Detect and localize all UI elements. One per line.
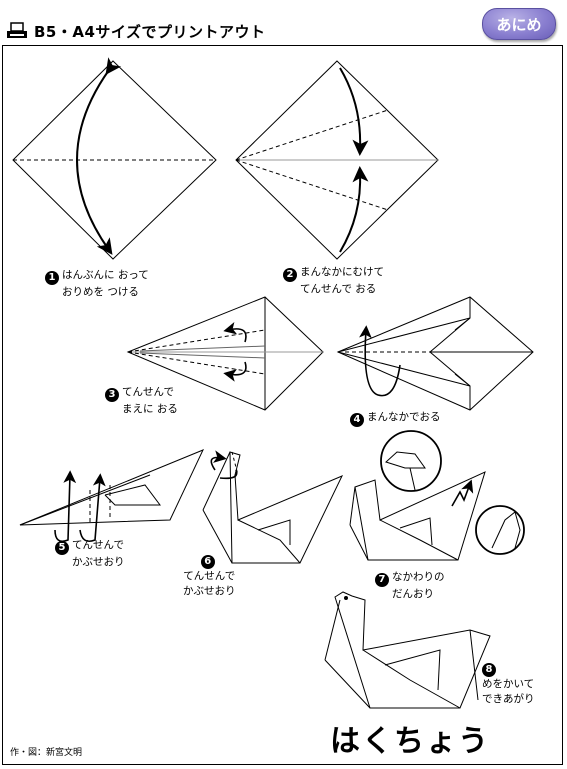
step7-text-line2: だんおり	[392, 588, 434, 600]
anime-badge-button[interactable]: あにめ	[482, 8, 556, 40]
step6-drawing	[202, 450, 344, 564]
step6-text-line2: かぶせおり	[183, 585, 236, 597]
step6-text-line1: てんせんで	[183, 570, 236, 582]
step8-drawing	[324, 591, 491, 709]
step5-drawing	[19, 449, 205, 543]
anime-badge-label: あにめ	[496, 16, 542, 34]
step4-number: 4	[350, 413, 364, 427]
step6-label: 6 てんせんで かぶせおり	[183, 552, 236, 599]
step6-number: 6	[200, 555, 215, 569]
step3-drawing	[126, 296, 324, 411]
step7-number: 7	[375, 573, 389, 587]
step4-drawing	[336, 296, 534, 411]
content-frame	[2, 45, 563, 765]
step7-drawing	[349, 430, 525, 561]
step7-text-line1: なかわりの	[392, 571, 445, 583]
step8-label: 8 めをかいて できあがり	[482, 660, 535, 707]
step5-text-line2: かぶせおり	[72, 556, 125, 568]
step2-number: 2	[283, 268, 297, 282]
step8-number: 8	[482, 663, 496, 677]
step2-drawing	[235, 60, 439, 260]
page-title: はくちょう	[330, 724, 490, 759]
step5-number: 5	[55, 541, 69, 555]
step2-text-line1: まんなかにむけて	[300, 266, 384, 278]
step3-text-line1: てんせんで	[122, 386, 174, 398]
step8-text-line2: できあがり	[482, 693, 535, 705]
step1-drawing	[12, 57, 217, 260]
step3-text-line2: まえに おる	[122, 403, 178, 415]
credit-text: 作・図：新宮文明	[10, 748, 83, 758]
printer-icon	[7, 22, 27, 38]
step1-text-line2: おりめを つける	[62, 286, 139, 298]
step8-text-line1: めをかいて	[482, 678, 535, 690]
step2-text-line2: てんせんで おる	[300, 283, 377, 295]
page-header-title: B5・A4サイズでプリントアウト	[34, 23, 266, 41]
step1-text-line1: はんぶんに おって	[62, 269, 149, 281]
step1-number: 1	[45, 271, 59, 285]
page-header: B5・A4サイズでプリントアウト あにめ	[0, 0, 567, 46]
step3-number: 3	[105, 388, 119, 402]
step4-text-line1: まんなかでおる	[367, 411, 441, 423]
step5-text-line1: てんせんで	[72, 539, 124, 551]
